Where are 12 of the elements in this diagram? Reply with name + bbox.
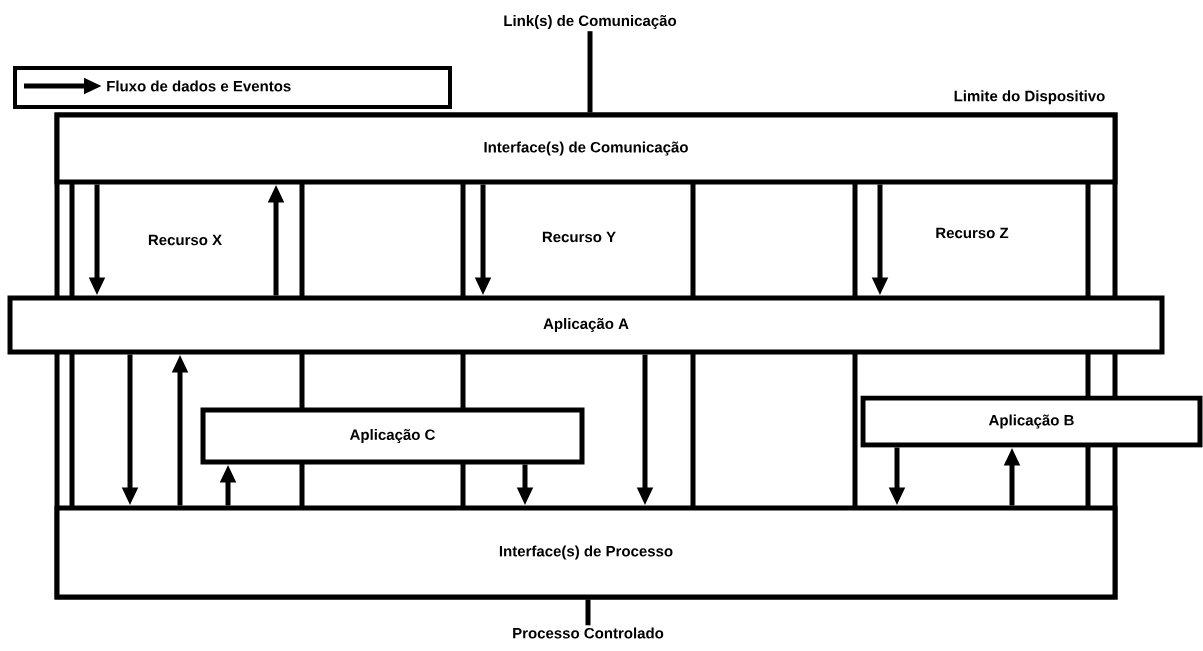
interface-box: Interface(s) de Processo bbox=[54, 505, 1118, 600]
resource-label: Recurso Y bbox=[542, 231, 616, 243]
application-box: Aplicação B bbox=[860, 395, 1203, 448]
node-label: Limite do Dispositivo bbox=[954, 90, 1105, 105]
caption-text: Processo Controlado bbox=[513, 627, 664, 639]
resource-label: Recurso Z bbox=[936, 227, 1009, 239]
legend-text: Fluxo de dados e Eventos bbox=[107, 80, 291, 92]
application-box: Aplicação C bbox=[200, 407, 585, 465]
caption-text: Link(s) de Comunicação bbox=[504, 15, 677, 29]
interface-box: Interface(s) de Comunicação bbox=[54, 112, 1118, 185]
application-box: Aplicação A bbox=[7, 295, 1165, 355]
resource-label: Recurso X bbox=[148, 234, 222, 246]
